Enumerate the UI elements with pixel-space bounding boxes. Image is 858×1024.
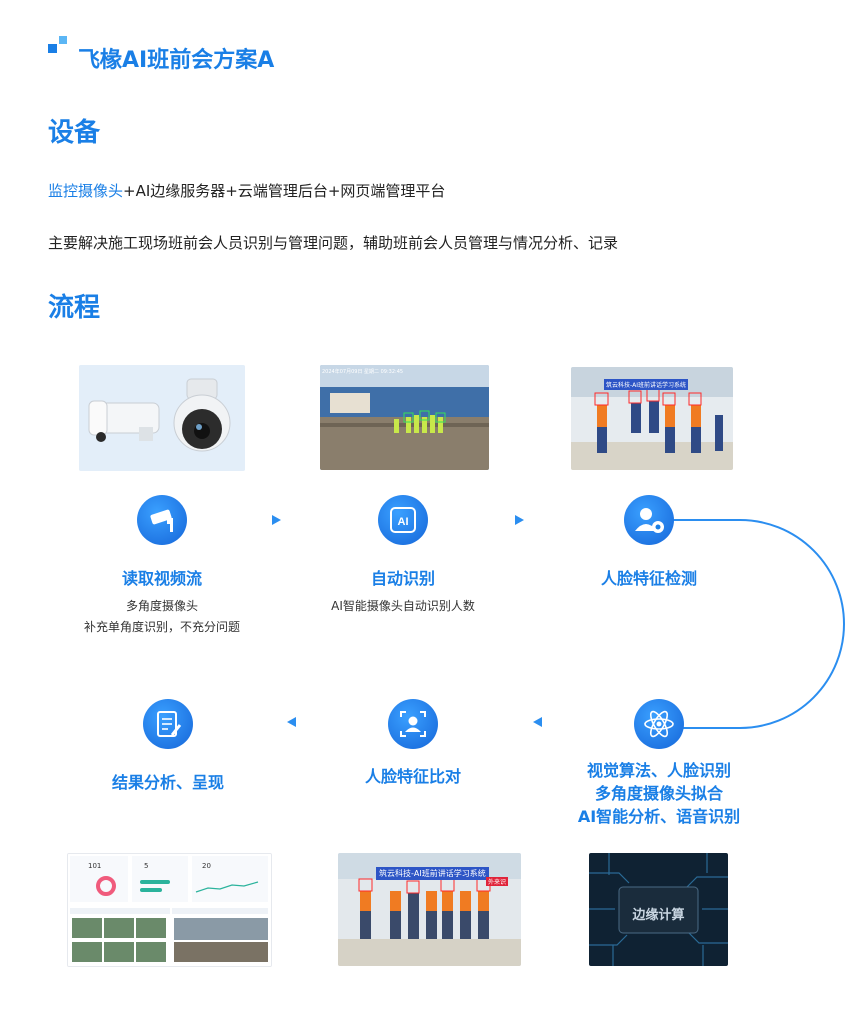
dashboard-stat-3: 20 <box>202 862 211 870</box>
equipment-rest: +AI边缘服务器+云端管理后台+网页端管理平台 <box>123 182 446 200</box>
dashboard-image: 101 5 20 <box>67 853 272 967</box>
face-compare-image: 筑云科技-AI班前讲话学习系统 外来识 <box>338 853 521 966</box>
step-2-label: 自动识别 <box>370 569 435 588</box>
step-1-label: 读取视频流 <box>121 569 202 588</box>
chip-label: 边缘计算 <box>632 908 685 923</box>
user-settings-icon <box>624 495 674 545</box>
edge-chip-image: 边缘计算 <box>589 853 728 966</box>
equipment-line-1: 监控摄像头+AI边缘服务器+云端管理后台+网页端管理平台 <box>48 180 445 201</box>
step-4-label-3: AI智能分析、语音识别 <box>577 807 741 826</box>
step-5-label: 人脸特征比对 <box>364 767 461 786</box>
step-1-desc-2: 补充单角度识别，不充分问题 <box>83 620 240 634</box>
face-scan-icon <box>388 699 438 749</box>
logo-mark <box>48 36 72 58</box>
ai-icon: AI <box>378 495 428 545</box>
step-2-desc: AI智能摄像头自动识别人数 <box>331 599 475 613</box>
step-6-label: 结果分析、呈现 <box>111 773 224 792</box>
process-heading: 流程 <box>48 293 101 323</box>
page-title: 飞椽AI班前会方案A <box>78 48 275 73</box>
banner-1: 筑云科技-AI班前讲话学习系统 <box>604 379 689 390</box>
camera-icon <box>137 495 187 545</box>
site-camera-image: 2024年07月09日 星期二 09:32:45 <box>320 365 489 470</box>
atom-icon <box>634 699 684 749</box>
face-detect-image: 筑云科技-AI班前讲话学习系统 <box>571 367 733 470</box>
site-caption: 2024年07月09日 星期二 09:32:45 <box>322 369 404 375</box>
equipment-line-2: 主要解决施工现场班前会人员识别与管理问题，辅助班前会人员管理与情况分析、记录 <box>48 234 619 252</box>
svg-text:AI: AI <box>398 516 409 528</box>
step-4-label-2: 多角度摄像头拟合 <box>594 784 723 803</box>
banner-2: 筑云科技-AI班前讲话学习系统 <box>376 867 489 880</box>
detect-badge: 外来识 <box>486 877 509 886</box>
step-4-label-1: 视觉算法、人脸识别 <box>586 761 731 780</box>
step-1-desc-1: 多角度摄像头 <box>125 599 198 613</box>
document-edit-icon <box>143 699 193 749</box>
dashboard-stat-1: 101 <box>88 862 102 870</box>
equipment-highlight: 监控摄像头 <box>48 182 124 200</box>
equipment-heading: 设备 <box>48 118 101 148</box>
step-4-labels: 视觉算法、人脸识别 多角度摄像头拟合 AI智能分析、语音识别 <box>549 759 769 828</box>
camera-image <box>79 365 245 471</box>
dashboard-stat-2: 5 <box>144 862 149 870</box>
step-3-label: 人脸特征检测 <box>600 569 697 588</box>
